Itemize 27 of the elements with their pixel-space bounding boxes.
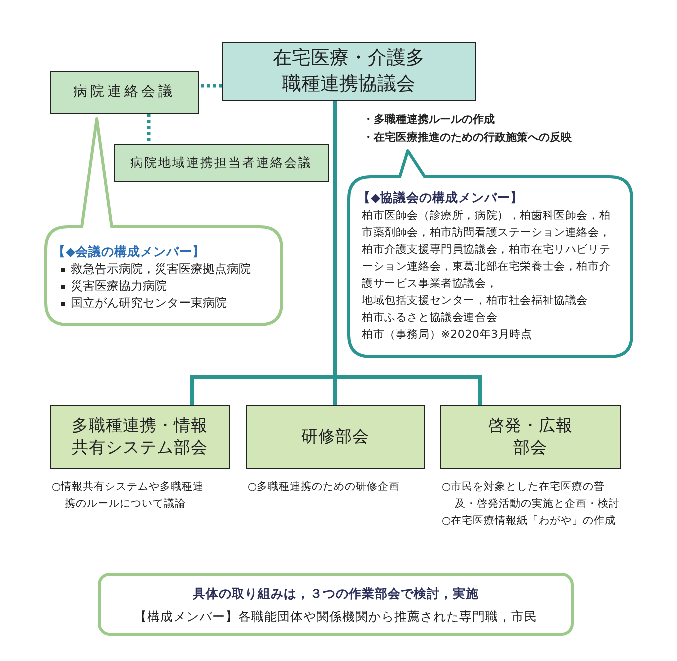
member-list-item: 救急告示病院，災害医療拠点病院 bbox=[59, 261, 271, 278]
subcommittee-box: 多職種連携・情報共有システム部会 bbox=[50, 405, 230, 469]
member-heading: 【◆協議会の構成メンバー】 bbox=[358, 189, 525, 207]
note-text: ・多職種連携ルールの作成 bbox=[363, 112, 495, 128]
task-note: ○市民を対象とした在宅医療の普及・啓発活動の実施と企画・検討 bbox=[442, 480, 621, 512]
member-text: 地域包括支援センター，柏市社会福祉協議会 bbox=[362, 293, 589, 309]
member-list-item: 災害医療協力病院 bbox=[59, 278, 271, 295]
note-text: ・在宅医療推進のための行政施策への反映 bbox=[363, 130, 572, 146]
dotted-connector bbox=[147, 114, 151, 144]
member-list-item: 国立がん研究センター東病院 bbox=[59, 295, 271, 312]
summary-heading: 具体の取り組みは，３つの作業部会で検討，実施 bbox=[192, 585, 480, 603]
member-text: 柏市（事務局）※2020年3月時点 bbox=[362, 327, 534, 343]
connector-line bbox=[333, 101, 482, 405]
subcommittee-box: 研修部会 bbox=[246, 405, 425, 469]
meeting-box: 病院地域連携担当者連絡会議 bbox=[114, 144, 329, 182]
meeting-box: 病院連絡会議 bbox=[50, 71, 199, 114]
task-note: ○在宅医療情報紙「わがや」の作成 bbox=[442, 514, 618, 529]
task-note: ○多職種連携のための研修企画 bbox=[248, 480, 402, 495]
council-box: 在宅医療・介護多職種連携協議会 bbox=[222, 42, 476, 101]
member-heading: 【◆会議の構成メンバー】 bbox=[53, 243, 207, 261]
member-text: 柏市医師会（診療所，病院），柏歯科医師会，柏市薬剤師会，柏市訪問看護ステーション連絡会，柏市介護支援専門員協議会，柏市在宅リハビリテーション連絡会，東葛北部在宅栄養士会，柏市介護サービス事業者協議会， bbox=[362, 208, 612, 292]
task-note: ○情報共有システムや多職種連携のルールについて議論 bbox=[52, 480, 206, 512]
summary-panel bbox=[98, 573, 574, 636]
dotted-connector bbox=[199, 84, 222, 88]
member-text: 柏市ふるさと協議会連合会 bbox=[362, 310, 499, 326]
summary-text: 【構成メンバー】各職能団体や関係機関から推薦された専門職，市民 bbox=[134, 608, 538, 626]
subcommittee-box: 啓発・広報部会 bbox=[440, 405, 621, 469]
